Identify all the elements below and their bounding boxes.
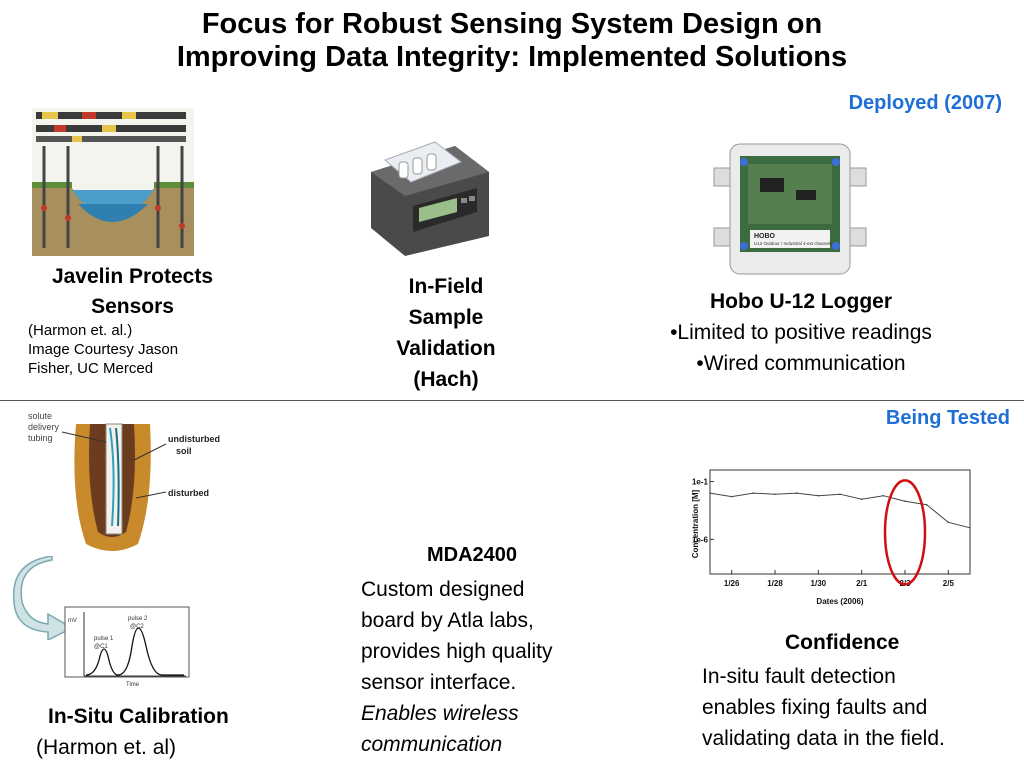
confidence-line-3: validating data in the field.	[702, 727, 945, 750]
javelin-heading-line-1: Javelin Protects	[51, 265, 214, 288]
concentration-point	[860, 498, 863, 500]
x-tick-label: 2/1	[856, 579, 868, 588]
pulse-1-concentration: @C1	[94, 644, 108, 650]
mda-line-2: board by Atla labs,	[361, 609, 534, 632]
concentration-point	[947, 521, 950, 524]
javelin-heading: Javelin Protects Sensors	[20, 262, 245, 322]
x-tick-label: 1/28	[767, 579, 783, 588]
hobo-bullet-1: •Limited to positive readings	[670, 321, 932, 344]
tubing-label-line-2: delivery	[28, 422, 60, 432]
fault-highlight-ellipse	[883, 479, 927, 586]
soil-diagram: solute delivery tubing undisturbed soil …	[28, 411, 220, 551]
hobo-heading: Hobo U-12 Logger	[710, 290, 892, 313]
javelin-credits: (Harmon et. al.) Image Courtesy Jason Fi…	[28, 321, 178, 378]
mda-line-1: Custom designed	[361, 578, 525, 601]
hach-caption-line-4: (Hach)	[413, 368, 479, 391]
pulse-2-label: pulse 2	[128, 616, 148, 622]
concentration-point	[904, 500, 906, 502]
x-tick-label: 1/26	[724, 579, 740, 588]
y-tick-label: 1e-1	[692, 478, 709, 487]
mda-line-5: Enables wireless	[361, 702, 519, 725]
hobo-bullet-2: •Wired communication	[696, 352, 906, 375]
mda-description: Custom designed board by Atla labs, prov…	[361, 574, 552, 760]
concentration-point	[730, 495, 733, 498]
confidence-heading: Confidence	[785, 631, 900, 654]
mda-line-3: provides high quality	[361, 640, 553, 663]
chart-ylabel: Concentration [M]	[691, 489, 700, 558]
chart-plot-area	[709, 469, 971, 575]
hobo-caption: Hobo U-12 Logger •Limited to positive re…	[620, 286, 982, 379]
chart-xlabel: Dates (2006)	[816, 597, 863, 606]
calibration-heading: In-Situ Calibration	[48, 705, 229, 728]
confidence-line-1: In-situ fault detection	[702, 665, 896, 688]
hach-caption-line-1: In-Field	[408, 275, 484, 298]
javelin-courtesy-line-1: Image Courtesy Jason	[28, 341, 179, 358]
mda-line-6: communication	[361, 733, 503, 756]
title-line-1: Focus for Robust Sensing System Design o…	[201, 8, 823, 40]
hobo-device-brand: HOBO	[754, 233, 776, 240]
undisturbed-label-line-1: undisturbed	[168, 434, 220, 444]
concentration-point	[774, 493, 776, 496]
hach-caption-line-3: Validation	[396, 337, 496, 360]
concentration-point	[882, 494, 885, 497]
pulse-2-concentration: @C2	[130, 624, 144, 630]
concentration-point	[969, 526, 971, 529]
disturbed-label: disturbed	[168, 488, 209, 498]
concentration-point	[839, 493, 841, 496]
x-tick-label: 1/30	[811, 579, 827, 588]
hobo-device-text: U12 Outdoor / Industrial 4-ext channels	[754, 241, 833, 246]
being-tested-label: Being Tested	[885, 407, 1010, 429]
slide-title: Focus for Robust Sensing System Design o…	[0, 8, 1024, 74]
hach-caption-line-2: Sample	[408, 306, 484, 329]
title-line-2: Improving Data Integrity: Implemented So…	[176, 41, 848, 73]
section-divider	[0, 400, 1024, 401]
deployed-label: Deployed (2007)	[848, 92, 1002, 114]
concentration-point	[817, 494, 820, 497]
javelin-image	[32, 108, 194, 256]
confidence-description: In-situ fault detection enables fixing f…	[702, 661, 945, 754]
mda-heading: MDA2400	[427, 544, 518, 566]
pulse-plot: mV Time pulse 1 @C1 pulse 2 @C2	[64, 606, 190, 688]
javelin-citation: (Harmon et. al.)	[28, 322, 133, 339]
javelin-courtesy-line-2: Fisher, UC Merced	[28, 360, 154, 377]
pulse-1-label: pulse 1	[94, 636, 114, 642]
tubing-label-line-3: tubing	[28, 433, 53, 443]
concentration-chart: Concentration [M] Dates (2006) 1/26 1/28 1…	[691, 469, 971, 606]
mda-line-4: sensor interface.	[361, 671, 517, 694]
pulse-plot-ylabel: mV	[68, 618, 77, 624]
concentration-point	[925, 503, 928, 506]
hobo-logger-image: HOBO U12 Outdoor / Industrial 4-ext chan…	[713, 143, 867, 275]
curved-arrow-icon	[12, 556, 74, 640]
confidence-line-2: enables fixing faults and	[702, 696, 928, 719]
concentration-point	[752, 492, 755, 494]
concentration-point	[709, 492, 711, 494]
y-tick-label: 1e-6	[692, 535, 709, 544]
tubing-label-line-1: solute	[28, 411, 52, 421]
javelin-heading-line-2: Sensors	[91, 295, 174, 318]
hach-caption: In-Field Sample Validation (Hach)	[376, 271, 516, 395]
x-tick-label: 2/5	[943, 579, 955, 588]
concentration-point	[795, 492, 798, 494]
calibration-citation: (Harmon et. al)	[36, 736, 177, 759]
undisturbed-label-line-2: soil	[176, 446, 192, 456]
hach-device-image	[371, 141, 489, 256]
pulse-plot-xlabel: Time	[126, 682, 140, 688]
